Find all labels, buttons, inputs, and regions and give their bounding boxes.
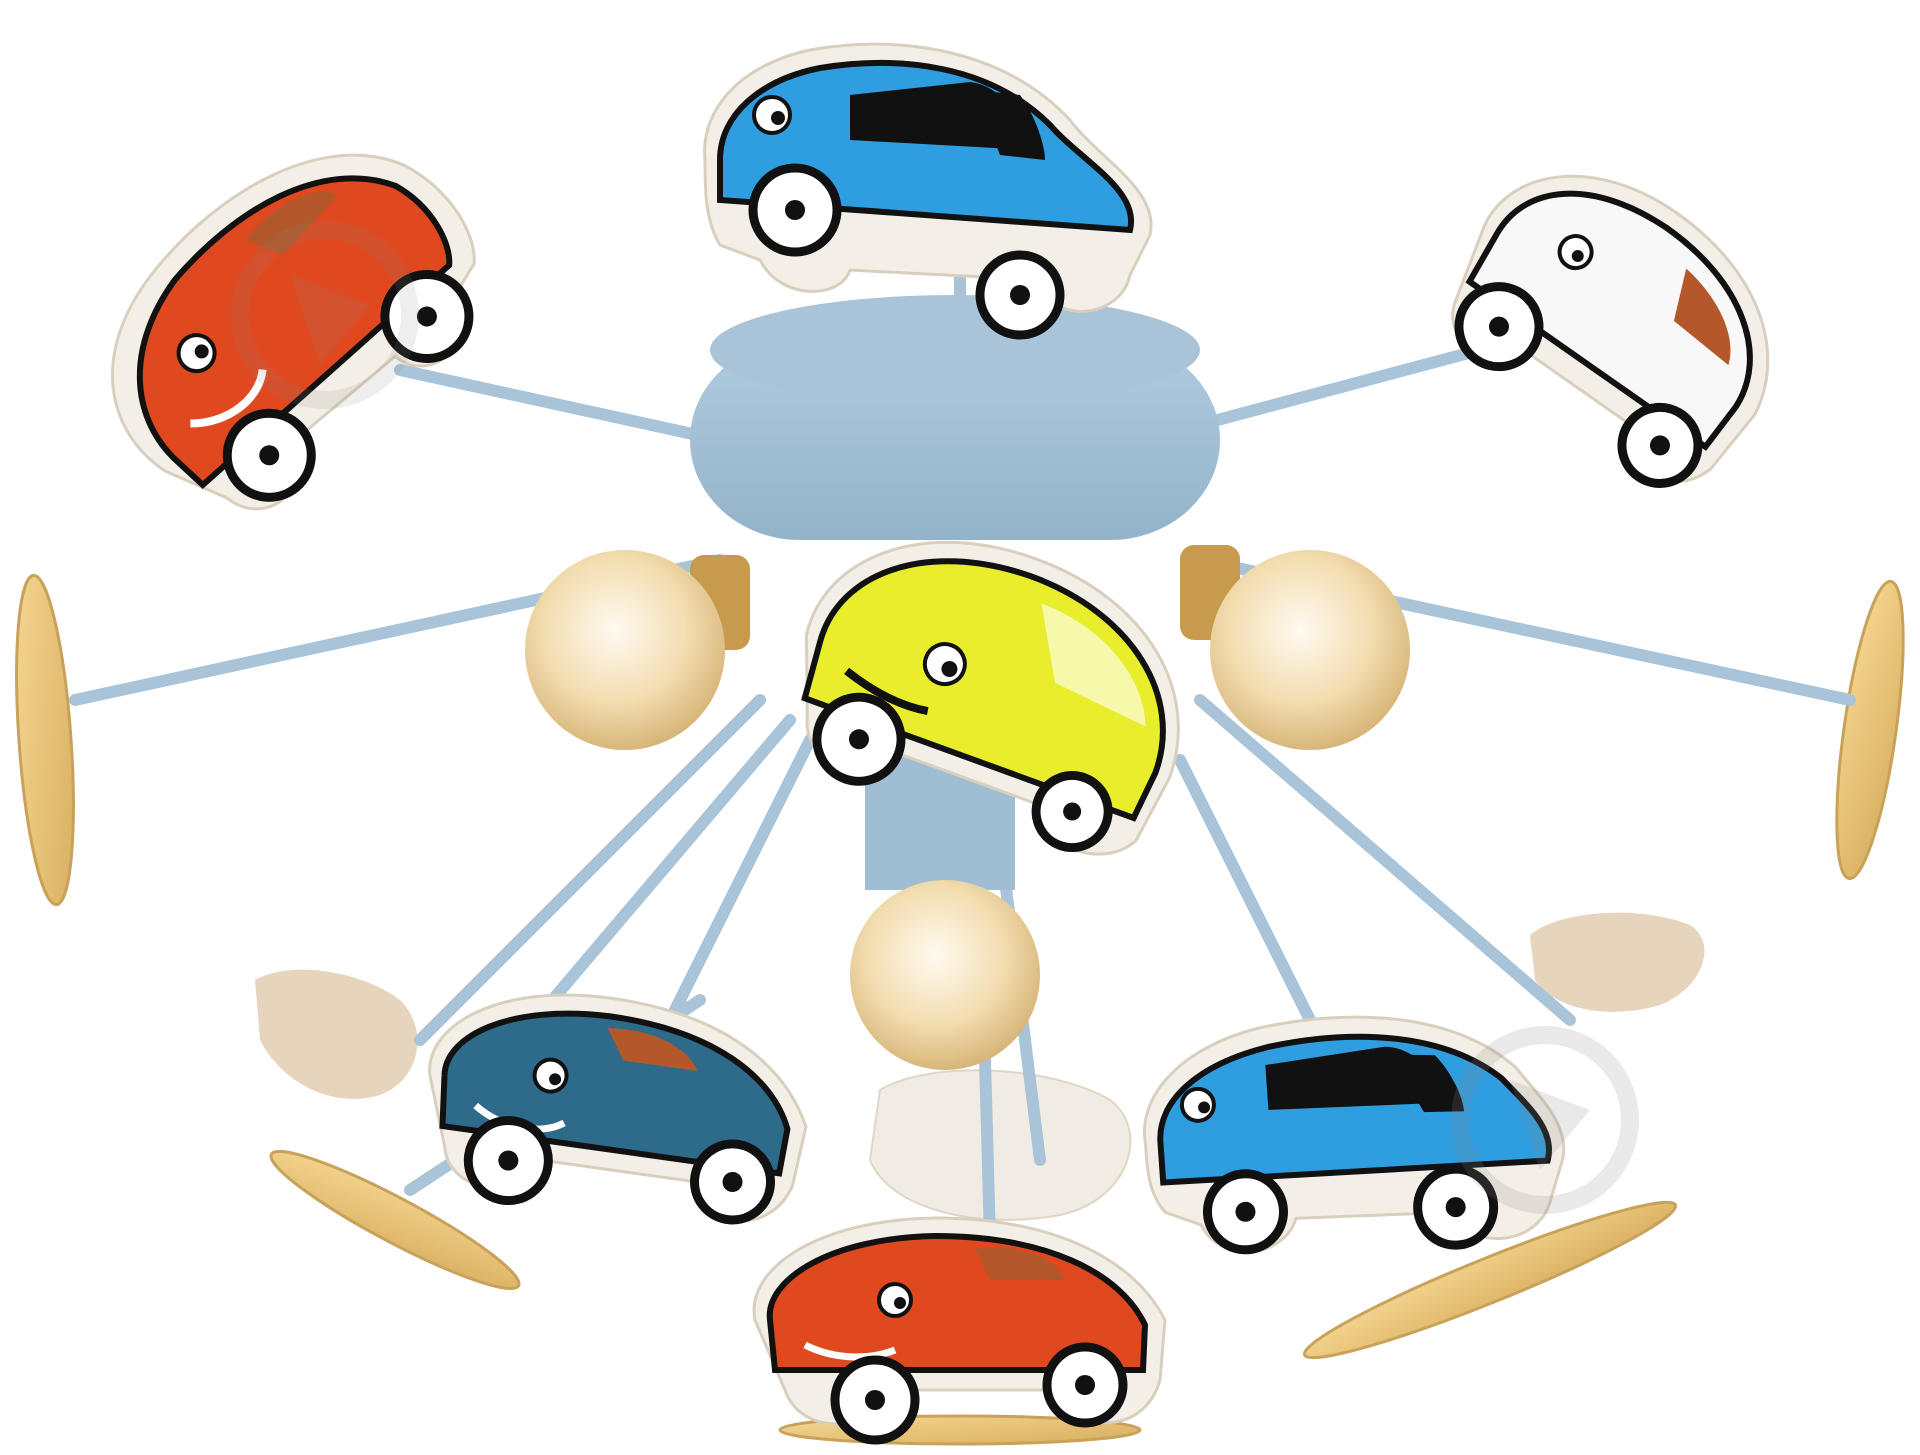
car-orange-bottom: [752, 1216, 1167, 1445]
compass-logo-icon-2: [231, 221, 419, 409]
bulb-bottom: [850, 880, 1040, 1070]
shade-bottom-left: [255, 969, 418, 1099]
bulb-right: [1180, 545, 1410, 750]
car-slate-bottom-left: [428, 993, 808, 1225]
car-yellow-center: [801, 540, 1180, 856]
car-orange-top-left: [111, 153, 476, 511]
paddle-right: [1835, 579, 1905, 881]
paddle-left: [15, 573, 75, 907]
bulb-left: [525, 550, 750, 750]
paddle-bottom-right: [1302, 1200, 1678, 1360]
shade-bottom-right: [1530, 912, 1705, 1012]
car-blue-bottom-right: [1143, 1015, 1566, 1255]
paddle-bottom-left: [269, 1149, 521, 1291]
car-white-top-right: [1451, 174, 1770, 488]
base-plate: [868, 1069, 1132, 1221]
compass-logo-icon: [1451, 1026, 1639, 1214]
car-blue-top: [703, 42, 1153, 340]
